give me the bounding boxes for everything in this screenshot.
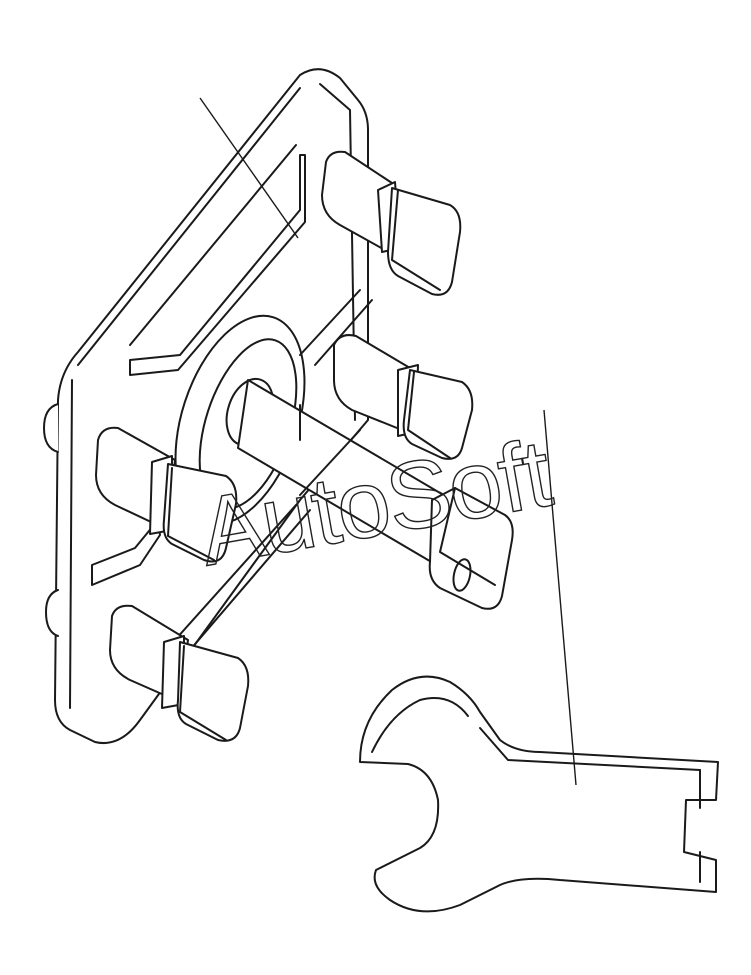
bolt-upper-right [321, 150, 462, 296]
spindle-end-block [428, 487, 514, 610]
rear-stub-upper [43, 403, 59, 453]
wrench [359, 675, 719, 913]
support-rail [174, 289, 373, 651]
leader-line-plate [199, 97, 299, 239]
plate-slot-upper [129, 144, 306, 376]
rear-stub-lower [45, 589, 59, 637]
bolt-lower-left [109, 604, 250, 742]
leader-line-wrench [543, 409, 577, 786]
bolt-left-middle [95, 426, 238, 563]
bolt-middle-right [333, 334, 474, 460]
